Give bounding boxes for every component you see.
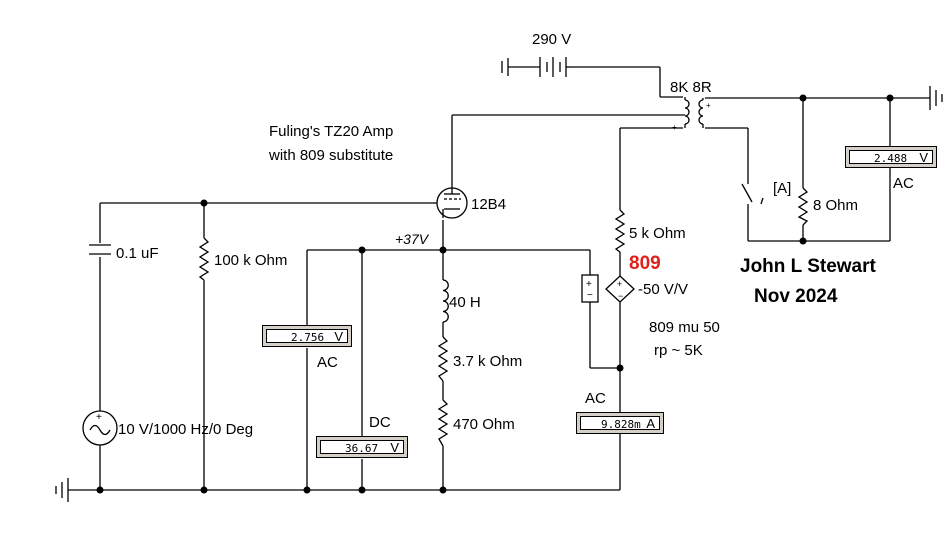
source-label: 10 V/1000 Hz/0 Deg: [118, 421, 254, 438]
tube-label: 12B4: [471, 196, 507, 213]
capacitor-label: 0.1 uF: [116, 245, 159, 262]
meter-grid-ac-mode: AC: [317, 354, 338, 371]
title-line-2: with 809 substitute: [269, 147, 394, 164]
transformer-icon: [684, 97, 704, 128]
meter-grid-dc: 36.67 V: [316, 436, 408, 458]
resistor-100k-icon: [198, 237, 210, 281]
meter-plate-ac-mode: AC: [585, 390, 606, 407]
supply-label: 290 V: [532, 31, 572, 48]
ground-symbol-left: [55, 478, 69, 502]
title-line-1: Fuling's TZ20 Amp: [269, 123, 394, 140]
note-mu: 809 mu 50: [649, 319, 720, 336]
meter-output-ac-value: 2.488: [874, 152, 908, 165]
load-label: 8 Ohm: [813, 197, 859, 214]
r-mid-label: 3.7 k Ohm: [453, 353, 523, 370]
svg-text:−: −: [587, 290, 593, 301]
tube-12b4-icon: [433, 187, 468, 219]
battery-290v-icon: [501, 57, 570, 77]
dependent-source-gain: -50 V/V: [638, 281, 689, 298]
transformer-label: 8K 8R: [670, 79, 712, 96]
author-name: John L Stewart: [740, 256, 876, 277]
resistor-470-icon: [437, 399, 449, 447]
dependent-source-icon: + −: [605, 275, 635, 303]
meter-plate-ac-value: 9.828m: [601, 418, 641, 431]
svg-text:+: +: [672, 123, 677, 132]
grid-resistor-label: 100 k Ohm: [214, 252, 288, 269]
meter-output-ac-mode: AC: [893, 175, 914, 192]
note-rp: rp ~ 5K: [654, 342, 703, 359]
svg-text:+: +: [706, 101, 711, 110]
ac-source-icon: +: [82, 410, 118, 446]
r-bottom-label: 470 Ohm: [453, 416, 515, 433]
switch-label: [A]: [773, 180, 792, 197]
r-plate-label: 5 k Ohm: [629, 225, 686, 242]
inductor-40h-icon: [442, 279, 449, 323]
switch-icon: [741, 180, 764, 208]
author-date: Nov 2024: [754, 286, 838, 307]
meter-grid-dc-unit: V: [390, 440, 399, 455]
resistor-5k-icon: [614, 209, 626, 253]
dependent-source-name: 809: [629, 253, 661, 274]
resistor-8ohm-icon: [797, 187, 809, 226]
meter-grid-ac: 2.756 V: [262, 325, 352, 347]
svg-text:+: +: [617, 279, 622, 289]
meter-grid-ac-unit: V: [334, 329, 343, 344]
ground-symbol-right: [929, 86, 943, 110]
meter-grid-dc-value: 36.67: [345, 442, 379, 455]
control-terminal-icon: + −: [581, 274, 599, 303]
meter-output-ac-unit: V: [919, 150, 928, 165]
svg-text:−: −: [618, 291, 623, 301]
wires: [68, 66, 930, 491]
choke-label: 40 H: [449, 294, 481, 311]
grid-node-label: +37V: [395, 231, 429, 247]
capacitor-icon: [89, 244, 111, 255]
svg-text:+: +: [586, 279, 592, 290]
junction-dots: [96, 94, 894, 494]
resistor-3.7k-icon: [437, 336, 449, 382]
meter-grid-ac-value: 2.756: [291, 331, 325, 344]
meter-grid-dc-mode: DC: [369, 414, 391, 431]
meter-plate-ac-unit: A: [646, 416, 655, 431]
meter-output-ac: 2.488 V: [845, 146, 937, 168]
meter-plate-ac: 9.828m A: [576, 412, 664, 434]
svg-text:+: +: [96, 412, 102, 423]
